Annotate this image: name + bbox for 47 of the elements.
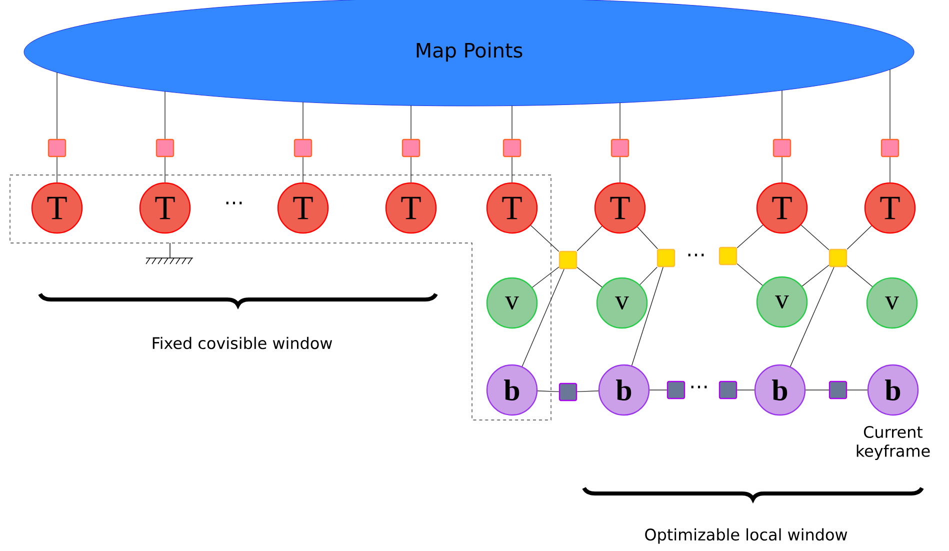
factor-square [880, 138, 900, 158]
caption-text: Current keyframe [856, 426, 930, 460]
connector-line [790, 266, 834, 367]
factor-square [828, 248, 848, 268]
window-label: Optimizable local window [645, 528, 848, 544]
ellipsis: … [226, 202, 242, 204]
connector-line [800, 224, 830, 250]
connector-line [637, 226, 658, 250]
factor-square [610, 138, 630, 158]
connector-line [576, 266, 602, 288]
connector-line [302, 102, 304, 140]
connector-line [576, 390, 599, 392]
connector-line [537, 390, 560, 392]
connector-line [410, 156, 412, 183]
connector-line [736, 263, 763, 286]
factor-square [718, 246, 738, 266]
factor-square [718, 380, 738, 400]
connector-line [846, 265, 873, 287]
connector-line [302, 156, 304, 183]
factor-square [558, 382, 578, 402]
connector-line [736, 224, 764, 248]
connector-line [164, 156, 166, 183]
connector-line [846, 225, 872, 250]
factor-square [156, 138, 174, 158]
factor-square [402, 138, 420, 158]
connector-line [56, 156, 58, 183]
factor-square [502, 138, 522, 158]
connector-line [522, 268, 564, 367]
factor-square [666, 380, 686, 400]
connector-line [56, 72, 58, 140]
factor-square [48, 138, 66, 158]
factor-square [294, 138, 312, 158]
factor-square [828, 380, 848, 400]
factor-square [558, 250, 578, 270]
connector-line [640, 266, 658, 286]
window-label: Fixed covisible window [152, 336, 332, 350]
connector-line [164, 91, 166, 140]
connector-line [802, 264, 830, 287]
connector-line [532, 266, 560, 288]
connector-line [530, 225, 560, 252]
ellipsis: … [688, 254, 704, 256]
factor-square [772, 138, 792, 158]
factor-square [656, 248, 676, 268]
ellipsis: … [691, 386, 707, 388]
connector-line [410, 105, 412, 140]
connector-line [631, 266, 664, 366]
connector-line [576, 226, 602, 252]
